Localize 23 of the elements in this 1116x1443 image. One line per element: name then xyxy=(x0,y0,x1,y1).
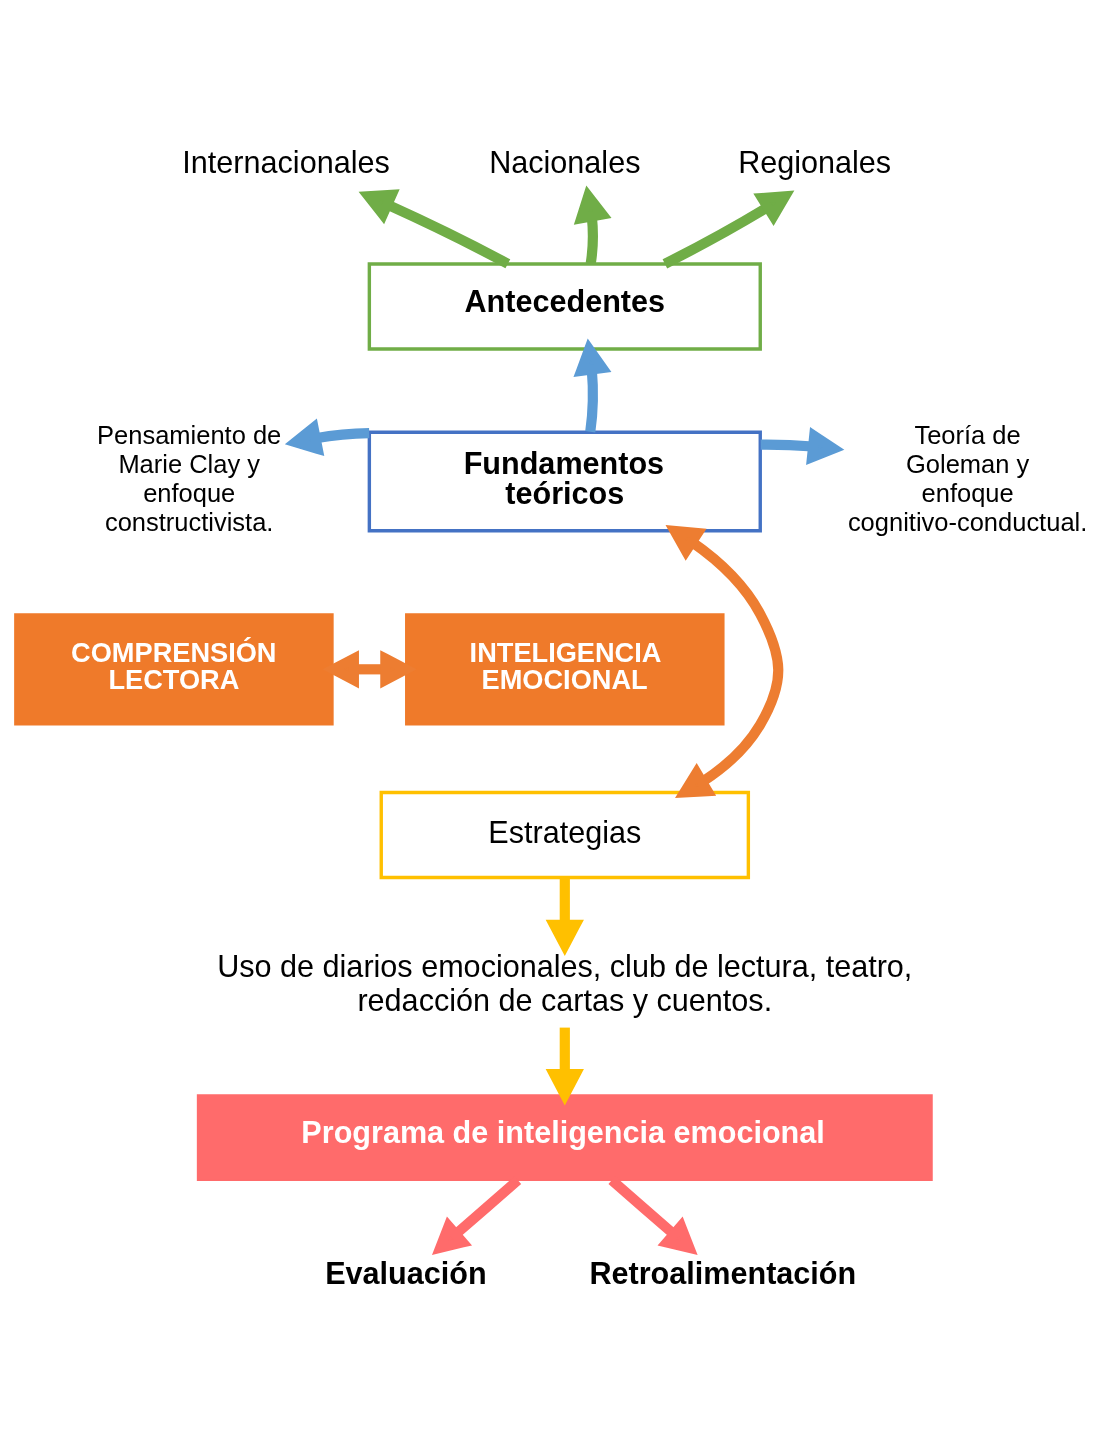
node-text: Internacionales xyxy=(182,144,390,179)
arrow xyxy=(358,188,511,268)
node-text: Pensamiento de Marie Clay y enfoque constructivista. xyxy=(97,420,282,536)
arrow xyxy=(322,649,417,688)
node-text: Evaluación xyxy=(325,1255,487,1290)
node-text: Retroalimentación xyxy=(589,1255,857,1290)
node-box: Programa de inteligencia emocional xyxy=(196,1093,933,1181)
arrow xyxy=(665,524,784,798)
arrow xyxy=(760,426,845,465)
node-text: Regionales xyxy=(738,144,892,179)
node-box: COMPRENSIÓN LECTORA xyxy=(14,612,334,725)
node-box: Antecedentes xyxy=(367,261,762,351)
arrow xyxy=(573,337,612,432)
node-box: Estrategias xyxy=(379,790,751,879)
arrow xyxy=(662,189,795,268)
arrow xyxy=(284,418,370,456)
node-text: Uso de diarios emocionales, club de lectura, teatro, redacción de cartas y cuentos. xyxy=(217,948,913,1017)
node-text: Teoría de Goleman y enfoque cognitivo-conductual. xyxy=(847,420,1088,536)
arrow xyxy=(545,1027,584,1106)
node-box: INTELIGENCIA EMOCIONAL xyxy=(405,612,725,725)
node-box: Fundamentos teóricos xyxy=(367,430,762,532)
arrow xyxy=(545,877,584,956)
node-text: Nacionales xyxy=(489,144,641,179)
